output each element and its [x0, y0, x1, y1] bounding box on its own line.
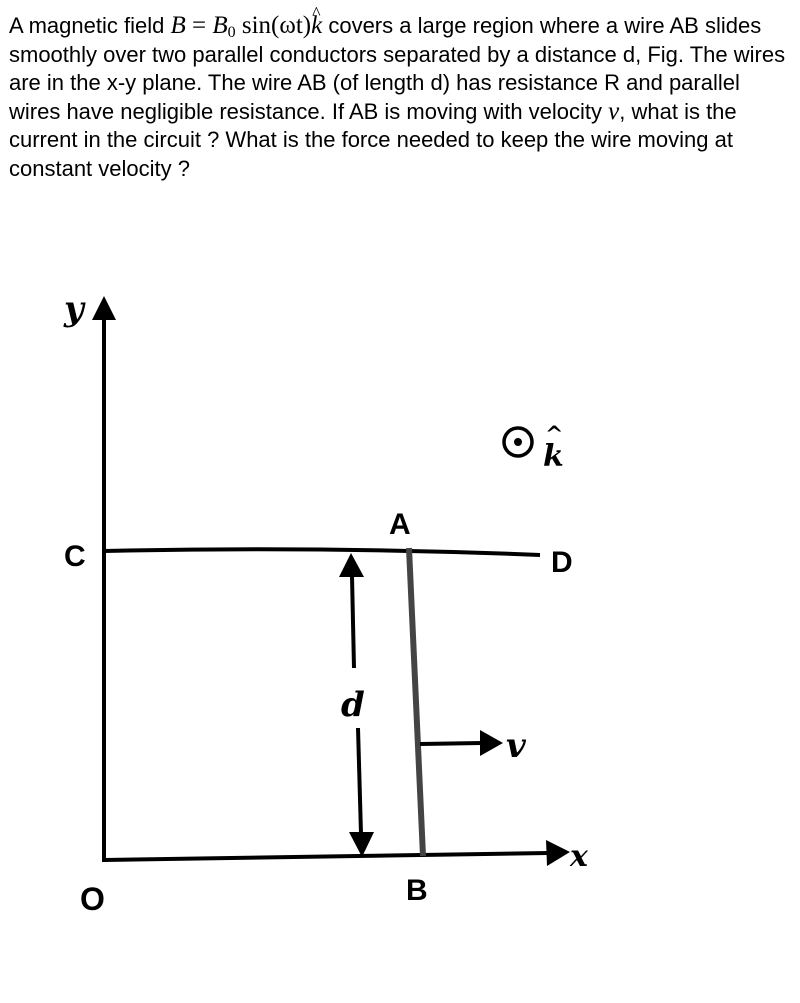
- velocity-arrow: [419, 741, 483, 746]
- label-A: A: [389, 508, 411, 541]
- velocity-label: v: [506, 726, 527, 766]
- question-part-1: A magnetic field: [9, 13, 171, 38]
- field-formula: B = B0 sin(ωt)^k: [170, 3, 323, 41]
- question-part-3: , what is the current in the circuit ? W…: [9, 98, 737, 181]
- d-label: d: [341, 685, 365, 725]
- x-axis-arrowhead: [546, 840, 570, 866]
- d-arrowhead-down: [349, 832, 374, 857]
- y-axis-label: y: [63, 289, 86, 329]
- k-unit-vector: ^k: [311, 3, 323, 39]
- x-axis: [103, 851, 549, 862]
- field-out-of-page-icon: [502, 426, 534, 458]
- field-dot: [514, 438, 522, 446]
- k-hat-mark: ^: [545, 422, 563, 448]
- label-B: B: [406, 874, 428, 907]
- rail-CD: [103, 547, 541, 557]
- wire-AB: [406, 547, 426, 857]
- k-label: k: [543, 439, 564, 474]
- label-D: D: [551, 546, 573, 579]
- label-O: O: [80, 881, 105, 917]
- y-axis-arrowhead: [92, 296, 116, 320]
- d-arrow-lower: [356, 727, 363, 835]
- label-C: C: [64, 540, 86, 573]
- velocity-symbol: v: [608, 97, 620, 125]
- d-arrowhead-up: [339, 553, 364, 577]
- question-text: A magnetic field B = B0 sin(ωt)^k covers…: [9, 3, 793, 183]
- x-axis-label: x: [569, 839, 589, 874]
- velocity-arrowhead: [480, 730, 503, 756]
- d-arrow-upper: [350, 575, 356, 669]
- question-part-2: covers a large region where a wire AB sl…: [9, 13, 786, 124]
